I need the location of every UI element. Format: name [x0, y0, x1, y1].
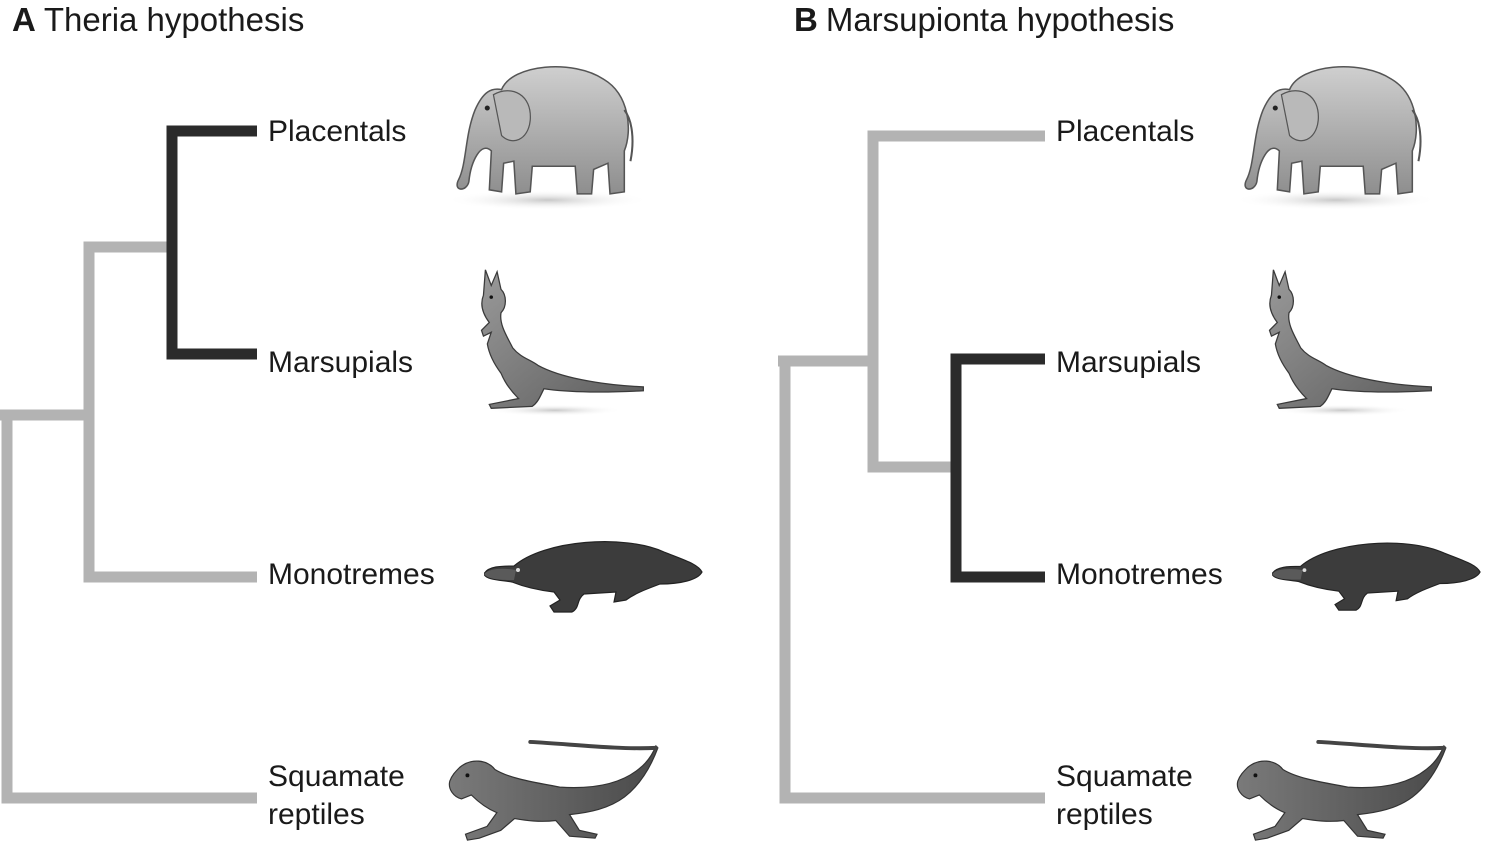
branch-marsupionta-clade: [950, 353, 1045, 583]
taxon-placentals: Placentals: [268, 115, 407, 148]
iguana-icon: [1218, 740, 1448, 848]
branch-theria-clade: [166, 125, 257, 360]
branch-root: [0, 409, 257, 804]
taxon-monotremes: Monotremes: [1056, 558, 1223, 591]
iguana-icon: [430, 740, 660, 848]
branch-placentals: [867, 130, 1045, 361]
taxon-placentals: Placentals: [1056, 115, 1195, 148]
panel-letter: B: [794, 1, 818, 38]
platypus-icon: [1272, 528, 1482, 618]
taxon-marsupials: Marsupials: [1056, 346, 1202, 379]
panel-letter: A: [12, 1, 36, 38]
panel-title-text: Marsupionta hypothesis: [825, 1, 1175, 38]
kangaroo-icon: [462, 262, 657, 422]
taxon-squamates-line1: Squamate: [268, 760, 405, 793]
platypus-icon: [484, 528, 704, 618]
branch-mammals: [7, 409, 257, 583]
taxon-squamates-line1: Squamate: [1056, 760, 1193, 793]
branch-theria-stem: [83, 241, 172, 415]
taxon-squamates-line2: reptiles: [1056, 798, 1153, 831]
taxon-marsupials: Marsupials: [268, 346, 414, 379]
panel-title-text: Theria hypothesis: [43, 1, 305, 38]
phylogenetic-tree: [778, 130, 1045, 804]
taxon-squamates-line2: reptiles: [268, 798, 365, 831]
phylogenetic-tree: [0, 125, 257, 804]
branch-marsupionta-stem: [867, 361, 956, 473]
elephant-icon: [1218, 48, 1443, 213]
elephant-icon: [430, 48, 655, 213]
kangaroo-icon: [1250, 262, 1445, 422]
branch-root: [778, 355, 1045, 804]
taxon-monotremes: Monotremes: [268, 558, 435, 591]
